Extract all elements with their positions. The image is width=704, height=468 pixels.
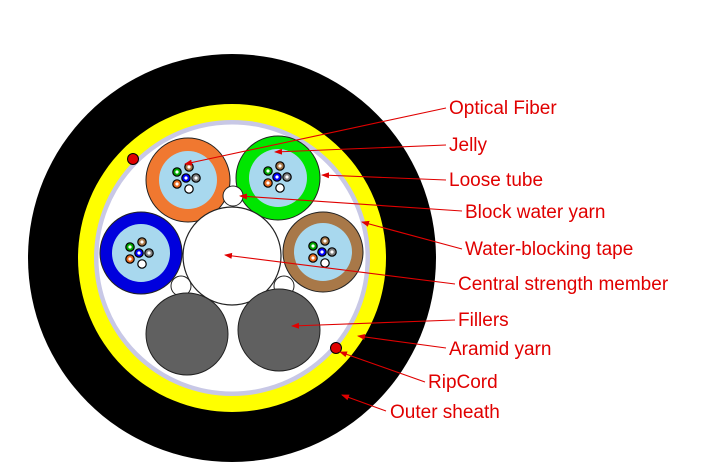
label-jelly: Jelly [449, 135, 488, 156]
ripcord-top [127, 153, 139, 165]
leader-lines [184, 107, 463, 412]
label-loose-tube: Loose tube [449, 170, 543, 191]
ripcord-bottom [330, 342, 342, 354]
loose-tube-brown [282, 211, 364, 293]
filler-left [145, 292, 229, 376]
cable-cross-section [28, 54, 436, 462]
label-fillers: Fillers [458, 310, 509, 331]
loose-tube-green [235, 135, 321, 221]
label-outer-sheath: Outer sheath [390, 402, 500, 423]
label-water-blocking-tape: Water-blocking tape [465, 239, 633, 260]
labels: Optical Fiber Jelly Loose tube Block wat… [390, 98, 669, 423]
filler-right [237, 288, 321, 372]
label-aramid-yarn: Aramid yarn [449, 339, 551, 360]
label-block-water-yarn: Block water yarn [465, 202, 605, 223]
label-ripcord: RipCord [428, 372, 498, 393]
label-optical-fiber: Optical Fiber [449, 98, 557, 119]
label-central-strength-member: Central strength member [458, 274, 669, 295]
loose-tube-blue [99, 211, 183, 295]
